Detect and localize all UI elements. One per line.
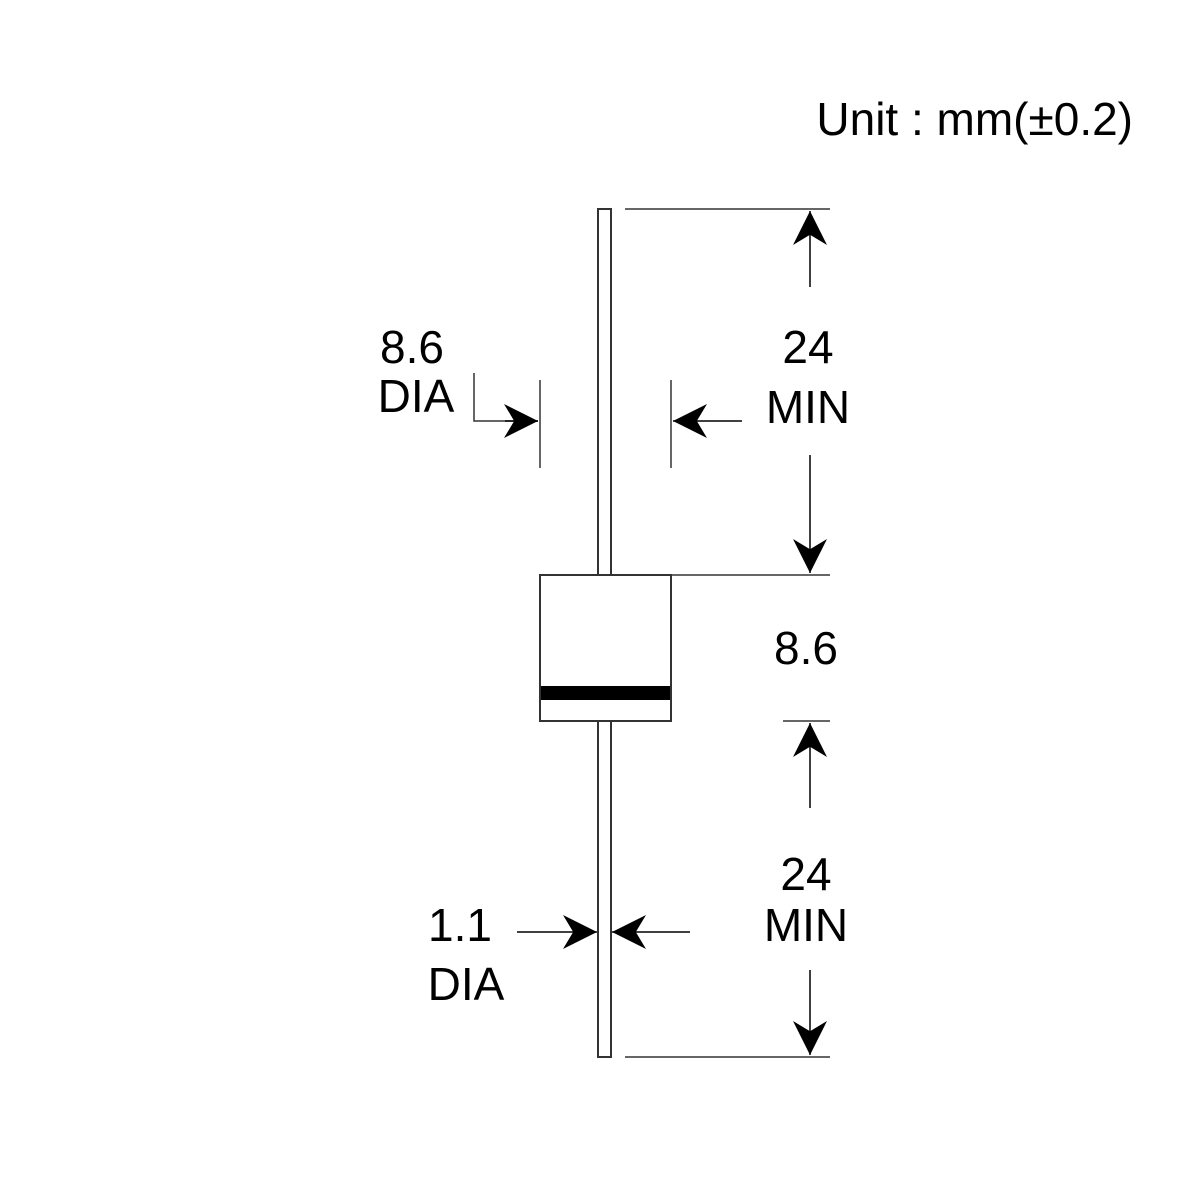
body-diameter-suffix: DIA [378, 370, 455, 422]
lead-diameter-suffix: DIA [428, 958, 505, 1010]
body-diameter-value: 8.6 [380, 321, 444, 373]
leader-line-body-dia [473, 373, 538, 422]
bottom-lead [597, 720, 612, 1058]
lead-diameter-value: 1.1 [428, 899, 492, 951]
diode-part [539, 208, 672, 1058]
unit-label: Unit : mm(±0.2) [816, 93, 1133, 145]
body-length-value: 8.6 [774, 622, 838, 674]
top-lead [597, 208, 612, 577]
top-lead-length-suffix: MIN [766, 381, 850, 433]
bottom-lead-length-value: 24 [780, 848, 831, 900]
bottom-lead-length-suffix: MIN [764, 899, 848, 951]
dimension-arrows [504, 211, 827, 1055]
top-lead-length-value: 24 [782, 321, 833, 373]
cathode-band [541, 686, 670, 700]
